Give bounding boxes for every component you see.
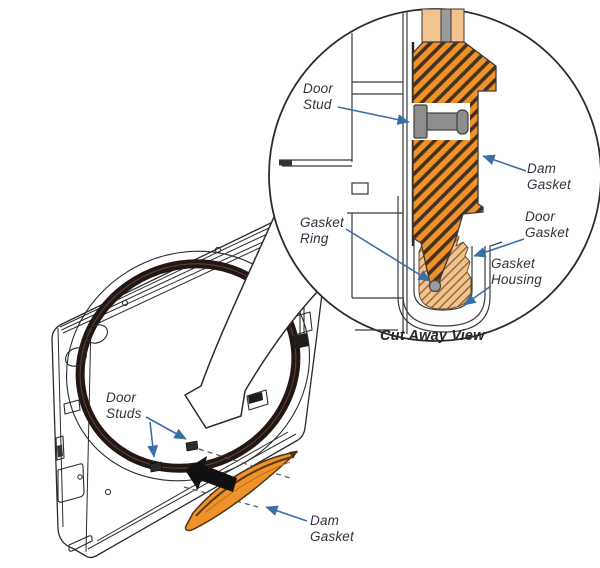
dam-gasket-crease	[195, 456, 293, 517]
door-outline	[51, 190, 338, 559]
dam-gasket-body	[184, 451, 298, 532]
label-gasket-ring: Gasket Ring	[300, 215, 344, 247]
stud-cap	[456, 109, 469, 135]
door-stud-marker	[149, 461, 163, 473]
door-panel-drawing	[51, 190, 343, 559]
cutaway-section	[279, 8, 503, 334]
dam-gasket-crease	[205, 461, 291, 513]
rivet	[214, 246, 222, 254]
door-bottom-edge-lines	[87, 431, 297, 550]
rivet	[104, 488, 112, 496]
label-line: Dam	[527, 161, 557, 176]
leader-dam-gasket-cut	[482, 154, 527, 172]
label-line: Dam	[310, 513, 340, 528]
label-line: Gasket	[300, 215, 344, 230]
label-line: Door	[525, 209, 556, 224]
stud-shaft	[426, 112, 460, 131]
leader-door-gasket	[473, 238, 525, 258]
leader-door-stud	[337, 106, 410, 125]
gasket-ring-section	[428, 279, 442, 293]
leader-door-studs-2	[147, 421, 159, 458]
cutaway-view-caption: Cut Away View	[380, 328, 485, 344]
latch-keeper-dark	[248, 392, 263, 404]
door-stud-marker	[185, 440, 199, 452]
door-left-edge-lines	[57, 320, 92, 553]
label-gasket-housing: Gasket Housing	[491, 256, 542, 288]
label-line: Studs	[106, 406, 142, 421]
label-dam-gasket-cutaway: Dam Gasket	[527, 161, 571, 193]
leader-dam-gasket-main	[265, 505, 308, 522]
label-line: Gasket	[310, 529, 354, 544]
panel-strip-peach	[450, 8, 465, 47]
label-door-gasket: Door Gasket	[525, 209, 569, 241]
side-slot-insert	[57, 444, 63, 458]
panel-strip-gray	[440, 8, 452, 47]
label-door-studs: Door Studs	[106, 390, 142, 422]
dam-gasket-tip	[289, 450, 298, 459]
latch-screw	[77, 474, 83, 480]
label-line: Door	[303, 81, 334, 96]
leader-gasket-ring	[345, 228, 431, 282]
label-line: Housing	[491, 272, 542, 287]
label-line: Ring	[300, 231, 329, 246]
dam-gasket-part	[184, 450, 298, 532]
label-line: Door	[106, 390, 137, 405]
latch-plate	[57, 463, 85, 503]
hinge-bracket-dark	[292, 333, 309, 349]
insertion-arrow-icon	[185, 456, 237, 492]
side-slot	[55, 435, 65, 461]
label-line: Stud	[303, 97, 332, 112]
latch-keeper	[246, 389, 269, 411]
door-hole	[65, 347, 87, 367]
leader-gasket-housing	[463, 285, 492, 306]
door-hole	[86, 324, 108, 344]
label-line: Gasket	[491, 256, 535, 271]
leader-arrows	[145, 106, 527, 522]
door-stud-section	[411, 103, 470, 140]
leader-door-studs-1	[145, 416, 187, 440]
label-door-stud: Door Stud	[303, 81, 333, 113]
bottom-handle-slot	[68, 535, 93, 552]
panel-strips	[421, 8, 465, 47]
label-line: Gasket	[525, 225, 569, 240]
rivet	[121, 299, 129, 307]
stud-head	[413, 104, 428, 139]
panel-strip-peach	[421, 8, 442, 47]
door-stud-markers	[149, 440, 199, 473]
label-line: Gasket	[527, 177, 571, 192]
label-dam-gasket-main: Dam Gasket	[310, 513, 354, 545]
side-slot	[63, 399, 81, 415]
